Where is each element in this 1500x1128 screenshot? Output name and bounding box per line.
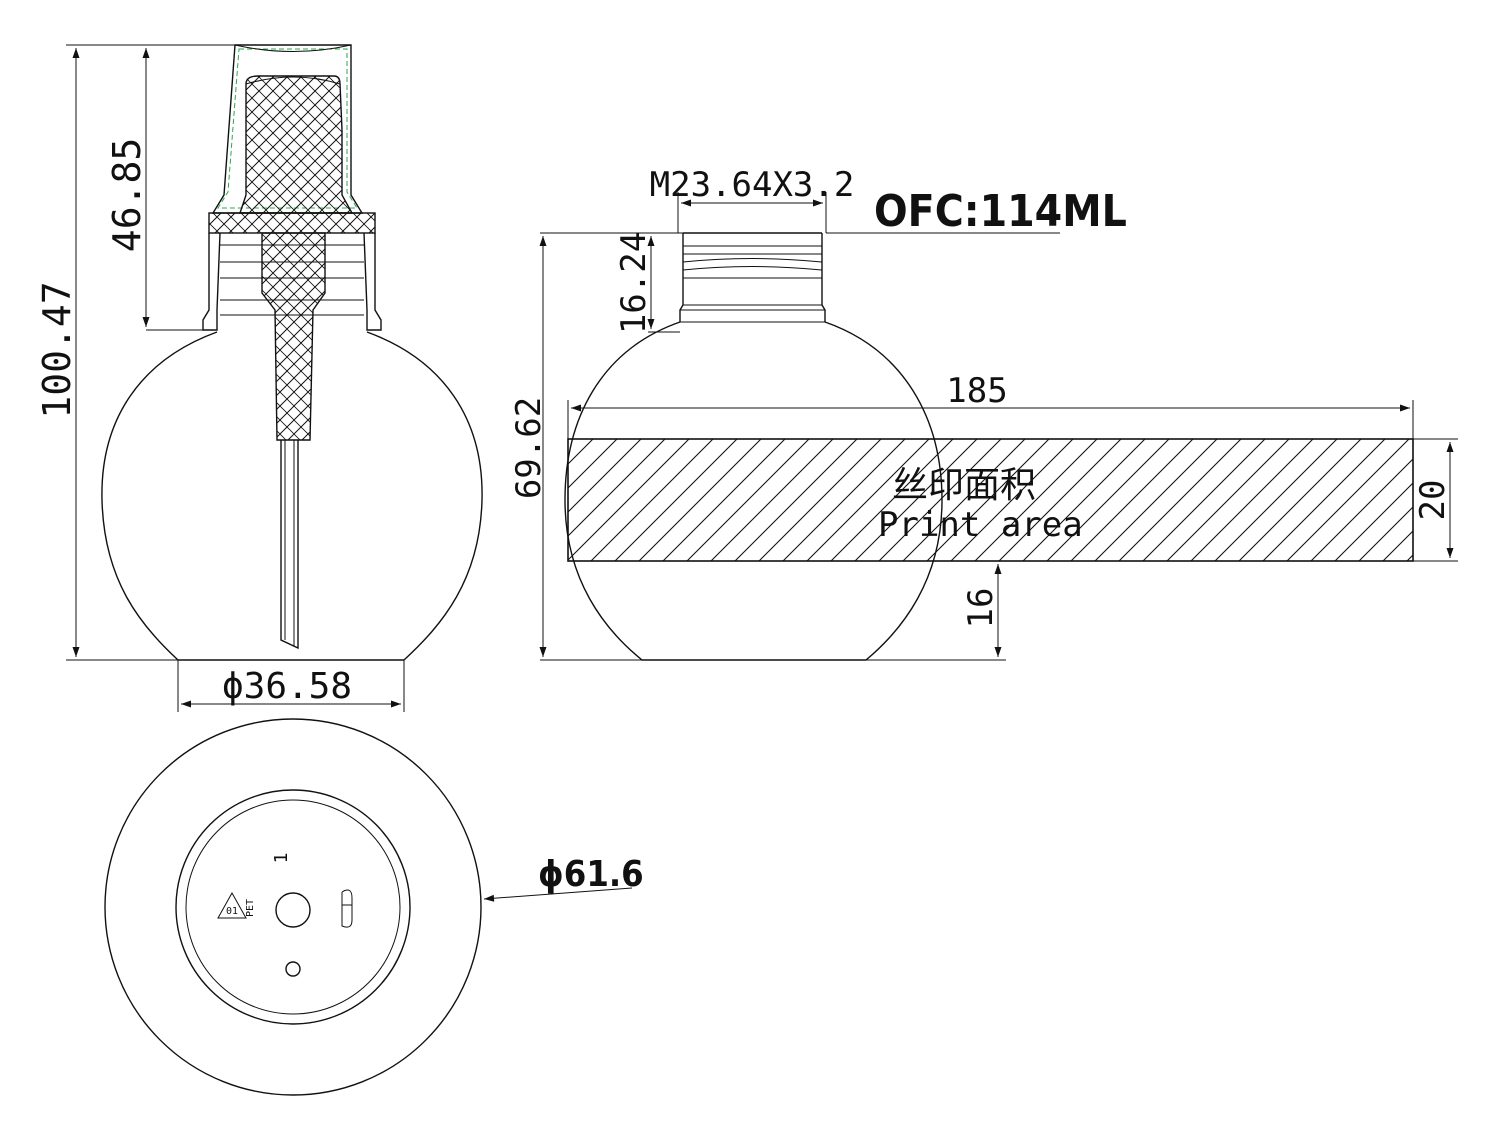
- neck-thread: [680, 245, 825, 323]
- print-area-band: [567, 438, 1414, 562]
- overall-height-label: 100.47: [35, 281, 79, 418]
- pump-actuator: [239, 75, 354, 214]
- closure-skirt: [202, 232, 221, 331]
- capacity-label: OFC:114ML: [874, 186, 1127, 237]
- dimension-neck-height: 16.24: [540, 232, 683, 334]
- dimension-pump-height: 46.85: [105, 48, 203, 331]
- gate-circle: [275, 892, 311, 928]
- dimension-print-width: 185: [567, 371, 1414, 439]
- bottle-neck: [679, 233, 826, 322]
- dimension-overall-height: 100.47: [35, 44, 235, 661]
- pump-height-label: 46.85: [105, 138, 149, 252]
- print-height-label: 20: [1413, 480, 1453, 521]
- neck-height-label: 16.24: [614, 232, 654, 334]
- pump-bottle-side-view: [101, 44, 483, 661]
- pump-collar: [208, 212, 376, 234]
- print-area-label-en: Print area: [878, 505, 1083, 545]
- dimension-thread: M23.64X3.2: [650, 165, 855, 233]
- dimension-body-diameter: ϕ61.6: [483, 854, 644, 902]
- body-diameter-label: ϕ61.6: [538, 854, 644, 895]
- bottle-body-right: [564, 321, 943, 661]
- print-area: 丝印面积 Print area: [567, 438, 1414, 562]
- bottom-outer-circle: [104, 718, 482, 1096]
- svg-text:PET: PET: [245, 899, 256, 917]
- dimension-print-offset: 16: [866, 564, 1006, 661]
- mold-logo-icon: [341, 889, 353, 928]
- bottom-ring-inner: [185, 799, 401, 1015]
- dimension-base-diameter: ϕ36.58: [177, 660, 405, 712]
- thread-label: M23.64X3.2: [650, 165, 855, 205]
- mold-number: 1: [271, 853, 292, 864]
- dip-tube: [280, 440, 299, 650]
- print-offset-label: 16: [961, 588, 1001, 629]
- print-area-label-cn: 丝印面积: [892, 465, 1036, 506]
- bottom-ring-outer: [175, 789, 411, 1025]
- vent-circle: [285, 961, 301, 977]
- bottle-height-label: 69.62: [509, 397, 549, 499]
- base-diameter-label: ϕ36.58: [222, 666, 352, 707]
- bottle-bottom-view: 1 01 PET: [104, 718, 482, 1096]
- print-width-label: 185: [946, 371, 1007, 411]
- dimension-bottle-height: 69.62: [509, 236, 642, 661]
- pump-stem: [261, 232, 326, 441]
- dimension-print-height: 20: [1413, 438, 1458, 562]
- svg-text:01: 01: [226, 906, 238, 917]
- recycle-icon: 01 PET: [217, 891, 256, 919]
- bottle-side-view: [564, 232, 943, 661]
